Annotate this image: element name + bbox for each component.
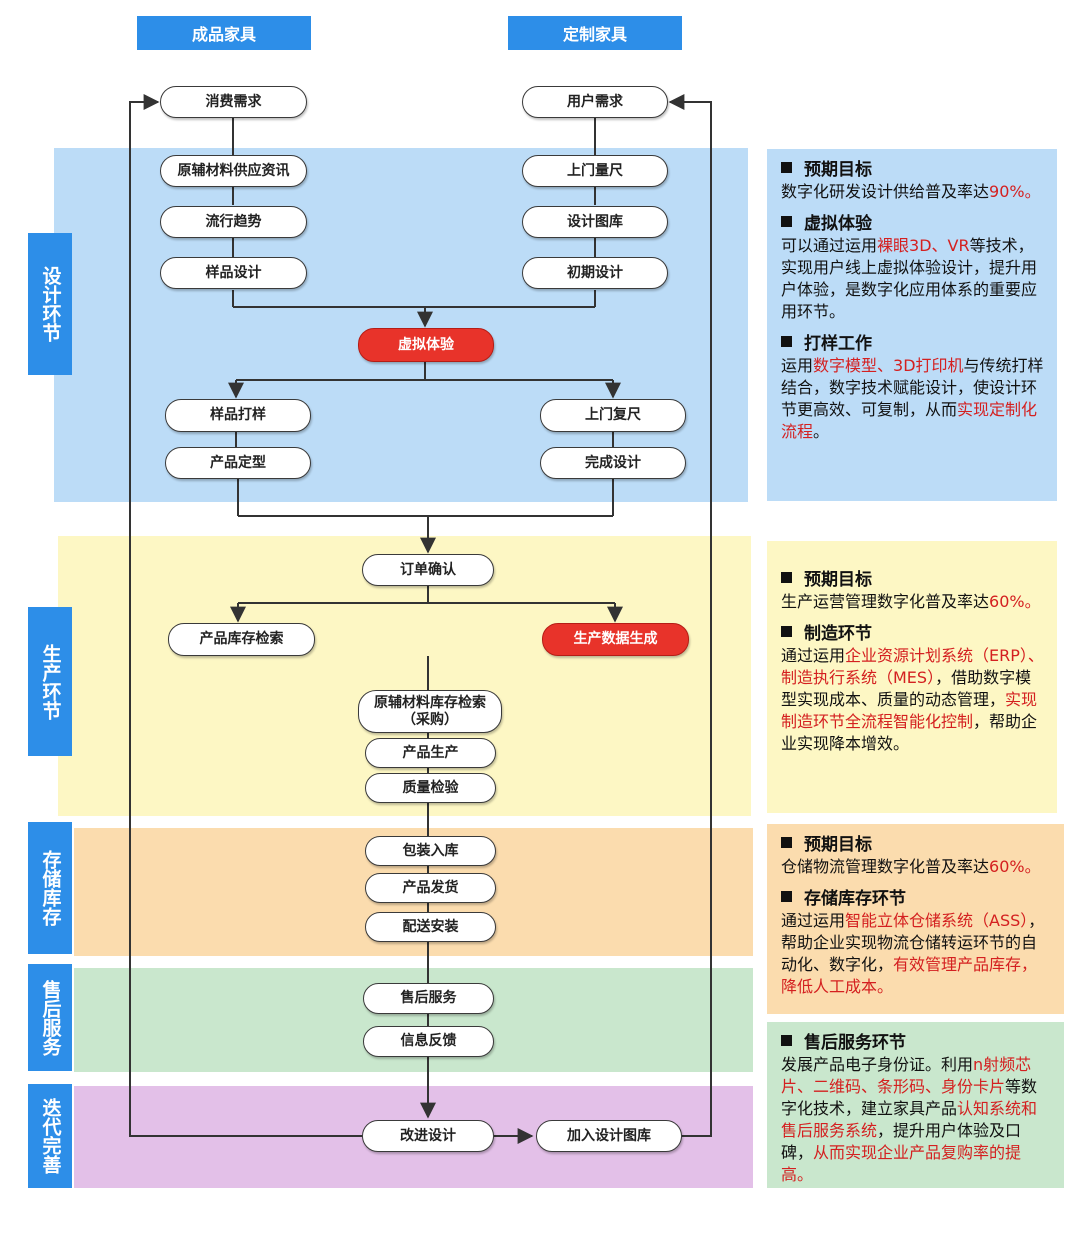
node-product-final: 产品定型 (165, 447, 311, 479)
node-production-data: 生产数据生成 (542, 623, 689, 656)
node-improve-design: 改进设计 (362, 1120, 494, 1152)
panel-aftersales-service: 售后服务环节 发展产品电子身份证。利用n射频芯片、二维码、条形码、身份卡片等数字… (781, 1033, 1038, 1184)
node-production: 产品生产 (365, 738, 496, 768)
node-measure: 上门量尺 (522, 155, 668, 187)
stage-label-iterate: 迭代完善 (28, 1084, 72, 1188)
panel-production: 预期目标 生产运营管理数字化普及率达60%。 制造环节 通过运用企业资源计划系统… (767, 541, 1057, 813)
node-packing: 包装入库 (365, 836, 496, 866)
stage-label-production: 生产环节 (28, 607, 72, 756)
node-sample-design: 样品设计 (160, 257, 307, 289)
bullet-square-icon (781, 162, 792, 173)
node-design-library: 设计图库 (522, 206, 668, 238)
node-add-design-library: 加入设计图库 (536, 1120, 682, 1152)
node-material-stock-search: 原辅材料库存检索 （采购） (358, 690, 502, 733)
node-remeasure: 上门复尺 (540, 399, 686, 432)
node-order-confirm: 订单确认 (362, 554, 494, 586)
panel-storage-stock: 存储库存环节 通过运用智能立体仓储系统（ASS），帮助企业实现物流仓储转运环节的… (781, 889, 1045, 996)
node-virtual-experience: 虚拟体验 (358, 328, 494, 362)
node-consumer-demand: 消费需求 (160, 86, 307, 118)
bullet-square-icon (781, 891, 792, 902)
node-trend: 流行趋势 (160, 206, 307, 238)
bullet-square-icon (781, 1035, 792, 1046)
bullet-square-icon (781, 572, 792, 583)
panel-production-goal: 预期目标 生产运营管理数字化普及率达60%。 (781, 570, 1041, 611)
panel-storage: 预期目标 仓储物流管理数字化普及率达60%。 存储库存环节 通过运用智能立体仓储… (767, 824, 1064, 1014)
stage-label-storage: 存储库存 (28, 822, 72, 954)
bullet-square-icon (781, 626, 792, 637)
node-material-stock-search-line1: 原辅材料库存检索 (374, 694, 486, 711)
header-finished-furniture: 成品家具 (137, 16, 311, 50)
node-user-demand: 用户需求 (522, 86, 668, 118)
panel-aftersales: 售后服务环节 发展产品电子身份证。利用n射频芯片、二维码、条形码、身份卡片等数字… (767, 1022, 1064, 1188)
node-sample-proof: 样品打样 (165, 399, 311, 432)
panel-design: 预期目标 数字化研发设计供给普及率达90%。 虚拟体验 可以通过运用裸眼3D、V… (767, 149, 1057, 501)
bullet-square-icon (781, 837, 792, 848)
node-inspection: 质量检验 (365, 773, 496, 803)
node-material-info: 原辅材料供应资讯 (160, 155, 307, 187)
node-shipping: 产品发货 (365, 873, 496, 903)
stage-label-design: 设计环节 (28, 233, 72, 375)
panel-production-mfg: 制造环节 通过运用企业资源计划系统（ERP）、制造执行系统（MES），借助数字模… (781, 624, 1044, 753)
node-service: 售后服务 (363, 983, 494, 1014)
node-delivery: 配送安装 (365, 912, 496, 942)
node-complete-design: 完成设计 (540, 447, 686, 479)
panel-design-proof: 打样工作 运用数字模型、3D打印机与传统打样结合，数字技术赋能设计，使设计环节更… (781, 334, 1044, 441)
stage-label-aftersales: 售后服务 (28, 964, 72, 1071)
panel-design-virtual: 虚拟体验 可以通过运用裸眼3D、VR等技术，实现用户线上虚拟体验设计，提升用户体… (781, 214, 1038, 321)
node-stock-search: 产品库存检索 (168, 623, 315, 656)
panel-design-goal: 预期目标 数字化研发设计供给普及率达90%。 (781, 160, 1041, 201)
header-custom-furniture: 定制家具 (508, 16, 682, 50)
bullet-square-icon (781, 216, 792, 227)
node-initial-design: 初期设计 (522, 257, 668, 289)
node-feedback: 信息反馈 (363, 1026, 494, 1057)
bullet-square-icon (781, 336, 792, 347)
node-material-stock-search-line2: （采购） (402, 711, 458, 728)
panel-storage-goal: 预期目标 仓储物流管理数字化普及率达60%。 (781, 835, 1041, 876)
